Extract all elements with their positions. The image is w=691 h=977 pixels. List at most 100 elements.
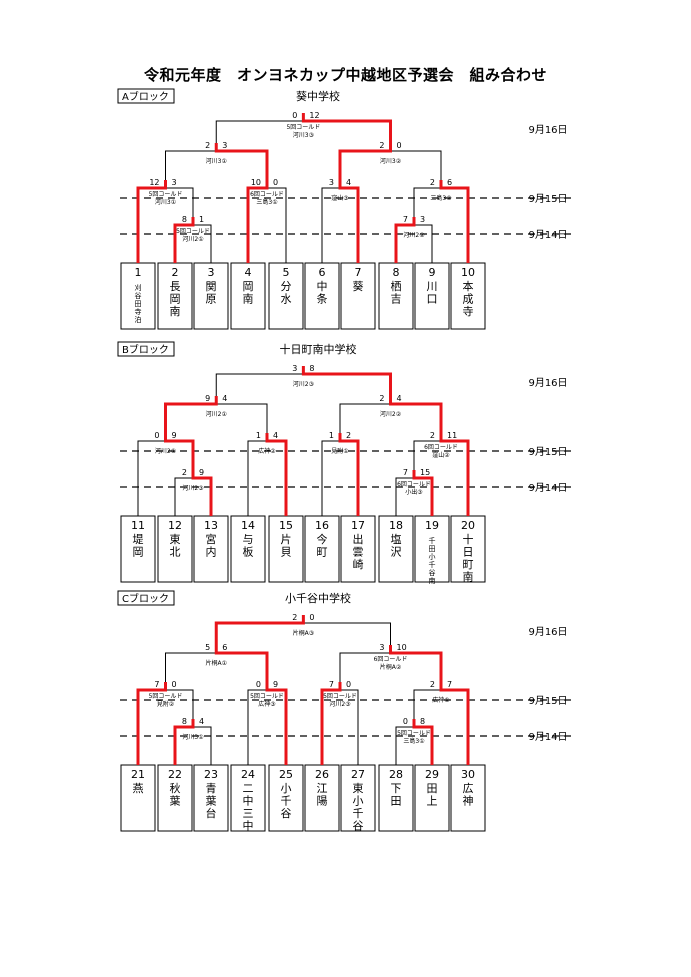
team-name-char: 台 bbox=[206, 806, 217, 820]
block-winner: 十日町南中学校 bbox=[280, 342, 357, 356]
block-label-box bbox=[117, 341, 175, 357]
team-box bbox=[414, 764, 450, 832]
team-name-char: 川 bbox=[427, 280, 438, 293]
team-name-char: 出 bbox=[353, 532, 364, 546]
quarter-match-score-left: 10 bbox=[251, 178, 261, 187]
semi-match-score-right: 6 bbox=[222, 643, 227, 652]
final-match-venue: 河川3③ bbox=[293, 131, 314, 139]
team-name-char: 広 bbox=[463, 782, 474, 795]
semi-match-win-path bbox=[214, 645, 269, 682]
team-name-char: 長 bbox=[170, 280, 181, 293]
team-name-char: 崎 bbox=[353, 557, 364, 571]
quarter-match-note: 6回コールド bbox=[424, 444, 458, 451]
quarter-match-win-path bbox=[246, 180, 269, 263]
date-label: 9月16日 bbox=[528, 124, 567, 136]
prelim-match-note: 5回コールド bbox=[397, 730, 431, 737]
semi-match-line bbox=[339, 403, 442, 433]
semi-match-win-path bbox=[389, 645, 443, 682]
quarter-match-score-left: 2 bbox=[430, 178, 435, 187]
prelim-match-score-left: 0 bbox=[403, 717, 408, 726]
prelim-match-win-path bbox=[412, 470, 434, 516]
team-number: 8 bbox=[393, 266, 400, 279]
team-name-char: 下 bbox=[391, 782, 402, 795]
team-name-char: 千 bbox=[353, 807, 364, 820]
team-number: 30 bbox=[461, 768, 475, 781]
quarter-match-score-right: 0 bbox=[346, 680, 351, 689]
final-match-win-path bbox=[214, 615, 305, 645]
team-name-char: 貝 bbox=[281, 546, 292, 559]
quarter-match-venue: 三島3① bbox=[256, 198, 277, 206]
team-name-char: 二 bbox=[243, 782, 254, 795]
team-number: 14 bbox=[241, 519, 255, 532]
semi-match-score-left: 3 bbox=[379, 643, 384, 652]
quarter-match-score-right: 11 bbox=[447, 431, 457, 440]
quarter-match-note: 5回コールド bbox=[149, 191, 183, 198]
quarter-match-score-right: 9 bbox=[273, 680, 278, 689]
block-label: Aブロック bbox=[122, 90, 169, 103]
prelim-match-venue: 小出③ bbox=[405, 488, 422, 496]
team-name-char: 葵 bbox=[353, 280, 364, 293]
team-name-char: 北 bbox=[170, 546, 181, 559]
team-box bbox=[340, 515, 376, 583]
team-name-char: 関 bbox=[206, 280, 217, 293]
team-number: 18 bbox=[389, 519, 403, 532]
team-number: 29 bbox=[425, 768, 439, 781]
quarter-match-win-path bbox=[136, 682, 167, 765]
team-number: 12 bbox=[168, 519, 182, 532]
final-match-win-path bbox=[301, 366, 392, 396]
team-name-char: 青 bbox=[206, 782, 217, 795]
prelim-match-venue: 河川2③ bbox=[182, 484, 203, 492]
team-name-char: 田 bbox=[427, 782, 438, 795]
final-match-win-path bbox=[301, 113, 392, 143]
team-name-char: 口 bbox=[427, 293, 438, 306]
team-number: 5 bbox=[283, 266, 290, 279]
prelim-match-score-right: 3 bbox=[420, 215, 425, 224]
semi-match-line bbox=[165, 652, 268, 682]
quarter-match-score-right: 2 bbox=[346, 431, 351, 440]
prelim-match-win-path bbox=[173, 719, 195, 765]
final-match-score-left: 2 bbox=[292, 613, 297, 622]
prelim-match-score-right: 1 bbox=[199, 215, 204, 224]
quarter-match-score-right: 4 bbox=[346, 178, 351, 187]
team-name-char: 条 bbox=[317, 292, 328, 306]
team-name-char: 成 bbox=[463, 293, 474, 306]
prelim-match-win-path bbox=[191, 470, 213, 516]
prelim-match-score-left: 7 bbox=[403, 468, 408, 477]
team-name-char: 谷 bbox=[281, 807, 292, 820]
team-box bbox=[414, 262, 450, 330]
team-number: 10 bbox=[461, 266, 475, 279]
quarter-match-venue: 窪山③ bbox=[331, 194, 348, 202]
team-name-char: 町 bbox=[317, 546, 328, 559]
team-name-char: 東 bbox=[170, 533, 181, 546]
team-name-char: 陽 bbox=[317, 795, 328, 808]
team-name-char: 秋 bbox=[170, 781, 181, 795]
prelim-match-score-left: 7 bbox=[403, 215, 408, 224]
team-number: 24 bbox=[241, 768, 255, 781]
semi-match-venue: 河川3② bbox=[380, 157, 402, 165]
team-number: 16 bbox=[315, 519, 329, 532]
final-match-venue: 河川2③ bbox=[293, 380, 314, 388]
semi-match-win-path bbox=[164, 396, 218, 433]
quarter-match-venue: 見附① bbox=[331, 447, 348, 455]
quarter-match-win-path bbox=[439, 180, 470, 263]
team-box bbox=[340, 262, 376, 330]
team-box bbox=[340, 764, 376, 832]
team-name-char: 塩 bbox=[391, 532, 402, 546]
final-match-score-right: 0 bbox=[309, 613, 314, 622]
date-label: 9月14日 bbox=[528, 482, 567, 494]
team-box bbox=[230, 515, 266, 583]
team-name-char: 分 bbox=[281, 280, 292, 293]
team-box bbox=[193, 515, 229, 583]
quarter-match-win-path bbox=[164, 433, 195, 470]
team-name-char: 千 bbox=[281, 795, 292, 808]
semi-match-score-right: 10 bbox=[397, 643, 407, 652]
block-label: Cブロック bbox=[122, 592, 169, 605]
team-name-char: 水 bbox=[281, 293, 292, 306]
prelim-match-win-path bbox=[173, 217, 195, 263]
team-number: 17 bbox=[351, 519, 365, 532]
prelim-match-score-left: 8 bbox=[182, 215, 187, 224]
prelim-match-score-right: 9 bbox=[199, 468, 204, 477]
team-name-char: 十 bbox=[463, 532, 474, 546]
team-name-char: 燕 bbox=[133, 782, 144, 795]
page-title: 令和元年度 オンヨネカップ中越地区予選会 組み合わせ bbox=[143, 66, 547, 84]
